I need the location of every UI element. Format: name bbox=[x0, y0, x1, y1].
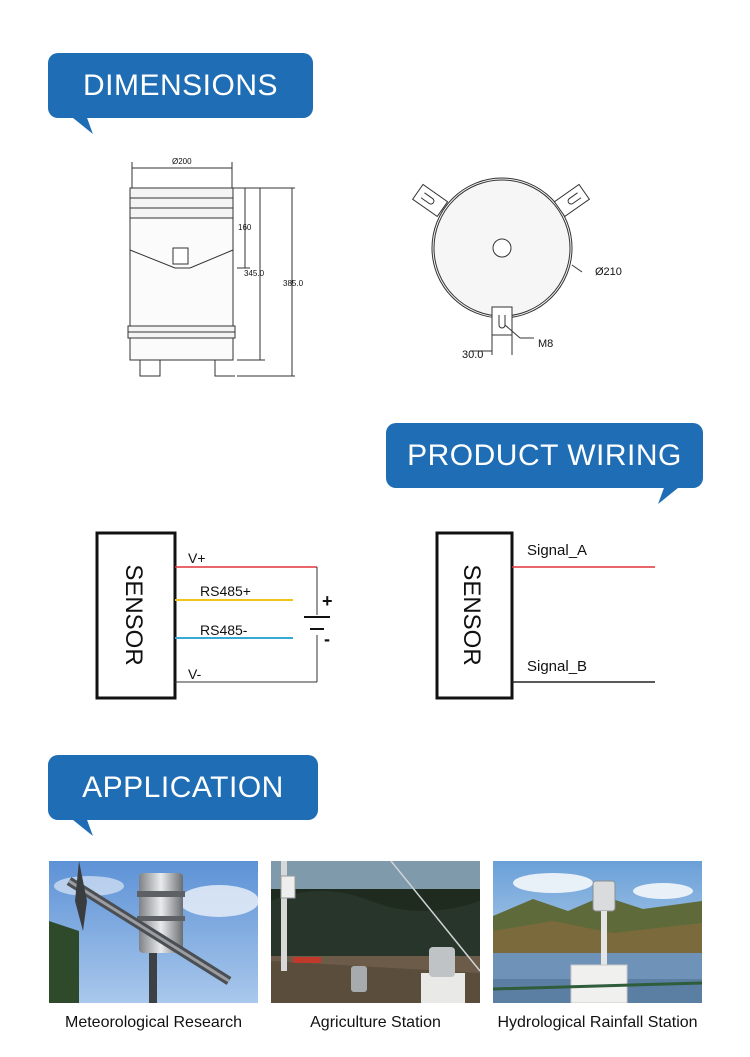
dim-offset-30: 30.0 bbox=[462, 349, 483, 361]
sensor-label: SENSOR bbox=[120, 564, 147, 665]
wire-label-rs485minus: RS485- bbox=[200, 622, 248, 638]
application-caption: Hydrological Rainfall Station bbox=[497, 1014, 698, 1031]
wiring-diagram-2wire: SENSOR Signal_A Signal_B bbox=[435, 531, 655, 700]
application-photo-agriculture bbox=[271, 861, 480, 1003]
battery-minus: - bbox=[324, 629, 330, 649]
application-caption: Meteorological Research bbox=[65, 1014, 242, 1031]
dim-height-160: 160 bbox=[238, 223, 252, 232]
wiring-header: PRODUCT WIRING bbox=[386, 423, 703, 504]
sensor-label: SENSOR bbox=[458, 564, 485, 665]
dim-height-345: 345.0 bbox=[244, 269, 265, 278]
application-photo-meteorological bbox=[49, 861, 258, 1003]
application-header: APPLICATION bbox=[48, 755, 318, 836]
top-view-drawing: Ø210 M8 30.0 bbox=[411, 177, 622, 361]
dimensions-header-label: DIMENSIONS bbox=[82, 68, 279, 102]
application-caption: Agriculture Station bbox=[310, 1014, 441, 1031]
dim-top-diameter: Ø200 bbox=[172, 157, 192, 166]
dim-height-385: 385.0 bbox=[283, 279, 304, 288]
application-photo-hydrological bbox=[493, 861, 702, 1003]
wire-label-signal-a: Signal_A bbox=[527, 542, 587, 559]
wiring-header-label: PRODUCT WIRING bbox=[407, 438, 682, 472]
callout-tail bbox=[73, 118, 93, 134]
wire-label-vplus: V+ bbox=[188, 550, 206, 566]
application-header-label: APPLICATION bbox=[82, 770, 284, 804]
wiring-diagram-4wire: SENSOR V+ RS485+ RS485- V- + - bbox=[95, 531, 333, 700]
dim-top-diameter-210: Ø210 bbox=[595, 266, 622, 278]
wire-label-signal-b: Signal_B bbox=[527, 658, 587, 675]
battery-plus: + bbox=[322, 591, 333, 611]
wire-label-vminus: V- bbox=[188, 666, 202, 682]
callout-tail bbox=[658, 488, 678, 504]
callout-tail bbox=[73, 820, 93, 836]
dim-bolt-m8: M8 bbox=[538, 338, 553, 350]
dimensions-header: DIMENSIONS bbox=[48, 53, 313, 134]
side-view-drawing: Ø200 160 345.0 385.0 bbox=[127, 157, 304, 377]
wire-label-rs485plus: RS485+ bbox=[200, 583, 251, 599]
